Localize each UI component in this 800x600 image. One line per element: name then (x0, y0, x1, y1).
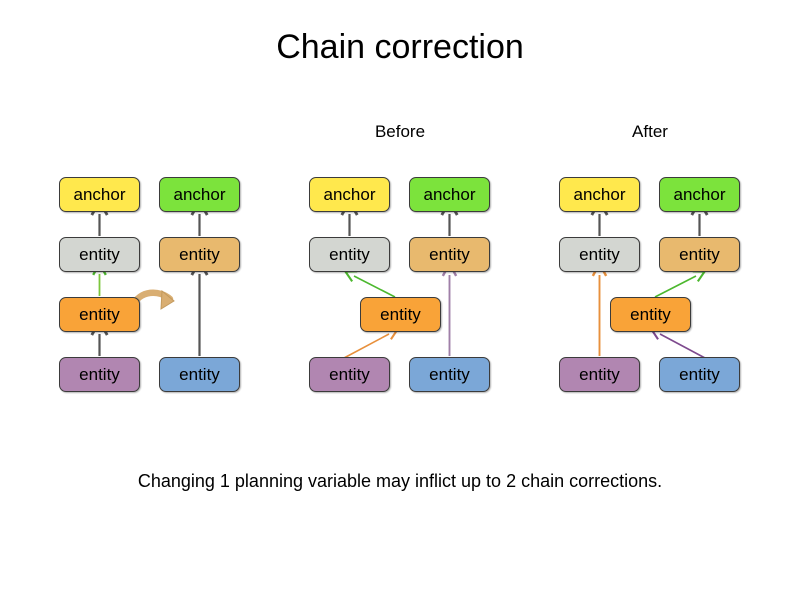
edge-g3-orange-to-tan (654, 270, 707, 298)
g1-entity-tan[interactable]: entity (159, 237, 240, 272)
g2-entity-tan[interactable]: entity (409, 237, 490, 272)
g1-anchor-yellow[interactable]: anchor (59, 177, 140, 212)
edge-g3-blue-to-orange (649, 328, 706, 359)
g1-entity-grey[interactable]: entity (59, 237, 140, 272)
g1-entity-blue[interactable]: entity (159, 357, 240, 392)
g2-entity-blue[interactable]: entity (409, 357, 490, 392)
g2-anchor-yellow[interactable]: anchor (309, 177, 390, 212)
g2-entity-orange[interactable]: entity (360, 297, 441, 332)
edge-g2-orange-to-grey (343, 270, 396, 298)
g3-entity-purple[interactable]: entity (559, 357, 640, 392)
slide-caption: Changing 1 planning variable may inflict… (137, 471, 663, 491)
g2-entity-purple[interactable]: entity (309, 357, 390, 392)
g2-anchor-green[interactable]: anchor (409, 177, 490, 212)
g1-entity-orange[interactable]: entity (59, 297, 140, 332)
section-label-before: Before (374, 122, 426, 141)
g1-entity-purple[interactable]: entity (59, 357, 140, 392)
g3-anchor-yellow[interactable]: anchor (559, 177, 640, 212)
edge-g2-purple-to-orange (343, 328, 400, 359)
g2-entity-grey[interactable]: entity (309, 237, 390, 272)
g3-entity-grey[interactable]: entity (559, 237, 640, 272)
g3-entity-blue[interactable]: entity (659, 357, 740, 392)
section-label-after: After (632, 122, 668, 141)
g1-anchor-green[interactable]: anchor (159, 177, 240, 212)
g3-entity-orange[interactable]: entity (610, 297, 691, 332)
g3-entity-tan[interactable]: entity (659, 237, 740, 272)
page-title: Chain correction (276, 28, 524, 66)
g3-anchor-green[interactable]: anchor (659, 177, 740, 212)
